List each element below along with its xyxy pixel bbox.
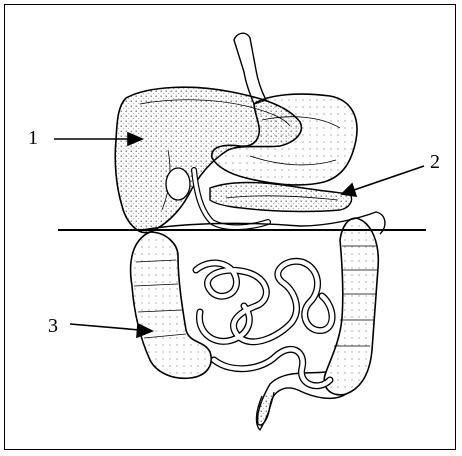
pancreas [210, 183, 352, 212]
arrow-2 [342, 166, 424, 196]
label-1: 1 [28, 128, 38, 148]
label-3: 3 [48, 316, 58, 336]
arrow-1 [54, 133, 142, 145]
rectum [256, 392, 274, 430]
gallbladder [166, 168, 190, 200]
label-2: 2 [430, 152, 440, 172]
ascending-colon [131, 232, 212, 378]
arrow-3 [70, 324, 152, 337]
small-intestine [196, 261, 332, 385]
